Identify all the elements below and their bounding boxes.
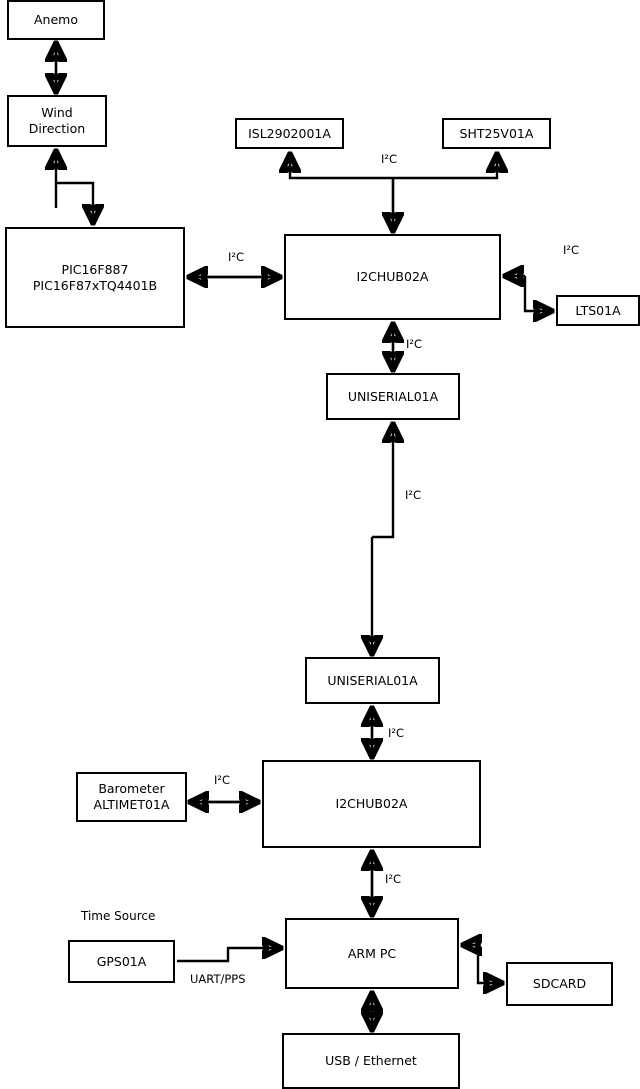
node-lts01a[interactable]: LTS01A [556,295,640,326]
node-usb-ethernet[interactable]: USB / Ethernet [282,1033,460,1089]
wire-arm-sdcard-out [476,945,501,983]
edge-label-i2c-uniserial-link: I²C [405,488,422,502]
label-time-source: Time Source [81,909,156,923]
node-i2chub02a-bottom[interactable]: I2CHUB02A [262,760,481,848]
edge-label-uart-pps: UART/PPS [190,972,246,986]
edge-label-i2c-hub2-armpc: I²C [385,872,402,886]
edge-label-i2c-hub-uniserial: I²C [406,337,423,351]
node-wind-direction[interactable]: Wind Direction [7,95,107,147]
node-sdcard[interactable]: SDCARD [506,962,613,1006]
node-arm-pc[interactable]: ARM PC [285,918,459,989]
node-gps01a[interactable]: GPS01A [68,940,175,983]
wire-uni1-uni2-up [372,425,393,539]
edge-label-i2c-uniserial-hub2: I²C [388,726,405,740]
node-uniserial01a-upper[interactable]: UNISERIAL01A [326,373,460,420]
node-i2chub02a-top[interactable]: I2CHUB02A [284,234,501,320]
wire-wind-pic-jog [56,181,93,222]
node-pic-microcontroller[interactable]: PIC16F887 PIC16F87xTQ4401B [5,227,185,328]
wire-hub-lts-out [523,276,551,311]
node-isl2902001a[interactable]: ISL2902001A [235,118,344,149]
node-anemo[interactable]: Anemo [7,0,105,40]
wire-bus-to-isl [290,155,393,180]
edge-label-i2c-top-sensors: I²C [381,152,398,166]
edge-label-i2c-hub-lts: I²C [563,243,580,257]
node-barometer-altimet01a[interactable]: Barometer ALTIMET01A [76,772,187,822]
node-sht25v01a[interactable]: SHT25V01A [442,118,551,149]
wire-gps-arm [177,948,280,963]
edge-label-i2c-barometer-hub2: I²C [214,773,231,787]
edge-label-i2c-pic-hub: I²C [228,250,245,264]
wire-bus-to-sht [393,155,497,180]
node-uniserial01a-lower[interactable]: UNISERIAL01A [305,657,440,704]
